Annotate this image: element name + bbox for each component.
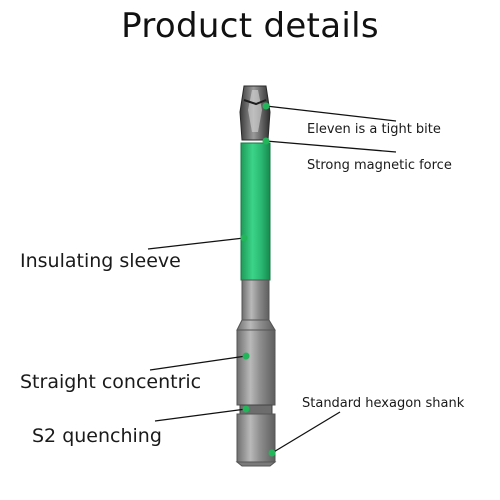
metal-shaft bbox=[241, 279, 270, 321]
leader-lines bbox=[147, 105, 397, 454]
bit-tip bbox=[239, 85, 271, 141]
label-magnetic-force: Strong magnetic force bbox=[307, 158, 452, 173]
green-sleeve bbox=[240, 142, 271, 281]
shaft-taper bbox=[236, 319, 276, 331]
label-s2-quenching: S2 quenching bbox=[32, 425, 162, 447]
label-straight-concentric: Straight concentric bbox=[20, 371, 202, 393]
hex-section-upper bbox=[236, 329, 276, 406]
label-hexagon-shank: Standard hexagon shank bbox=[302, 396, 465, 411]
label-insulating-sleeve: Insulating sleeve bbox=[20, 250, 181, 272]
label-tight-bite: Eleven is a tight bite bbox=[307, 122, 441, 137]
page-title: Product details bbox=[121, 6, 379, 46]
marker-dots bbox=[240, 102, 276, 457]
